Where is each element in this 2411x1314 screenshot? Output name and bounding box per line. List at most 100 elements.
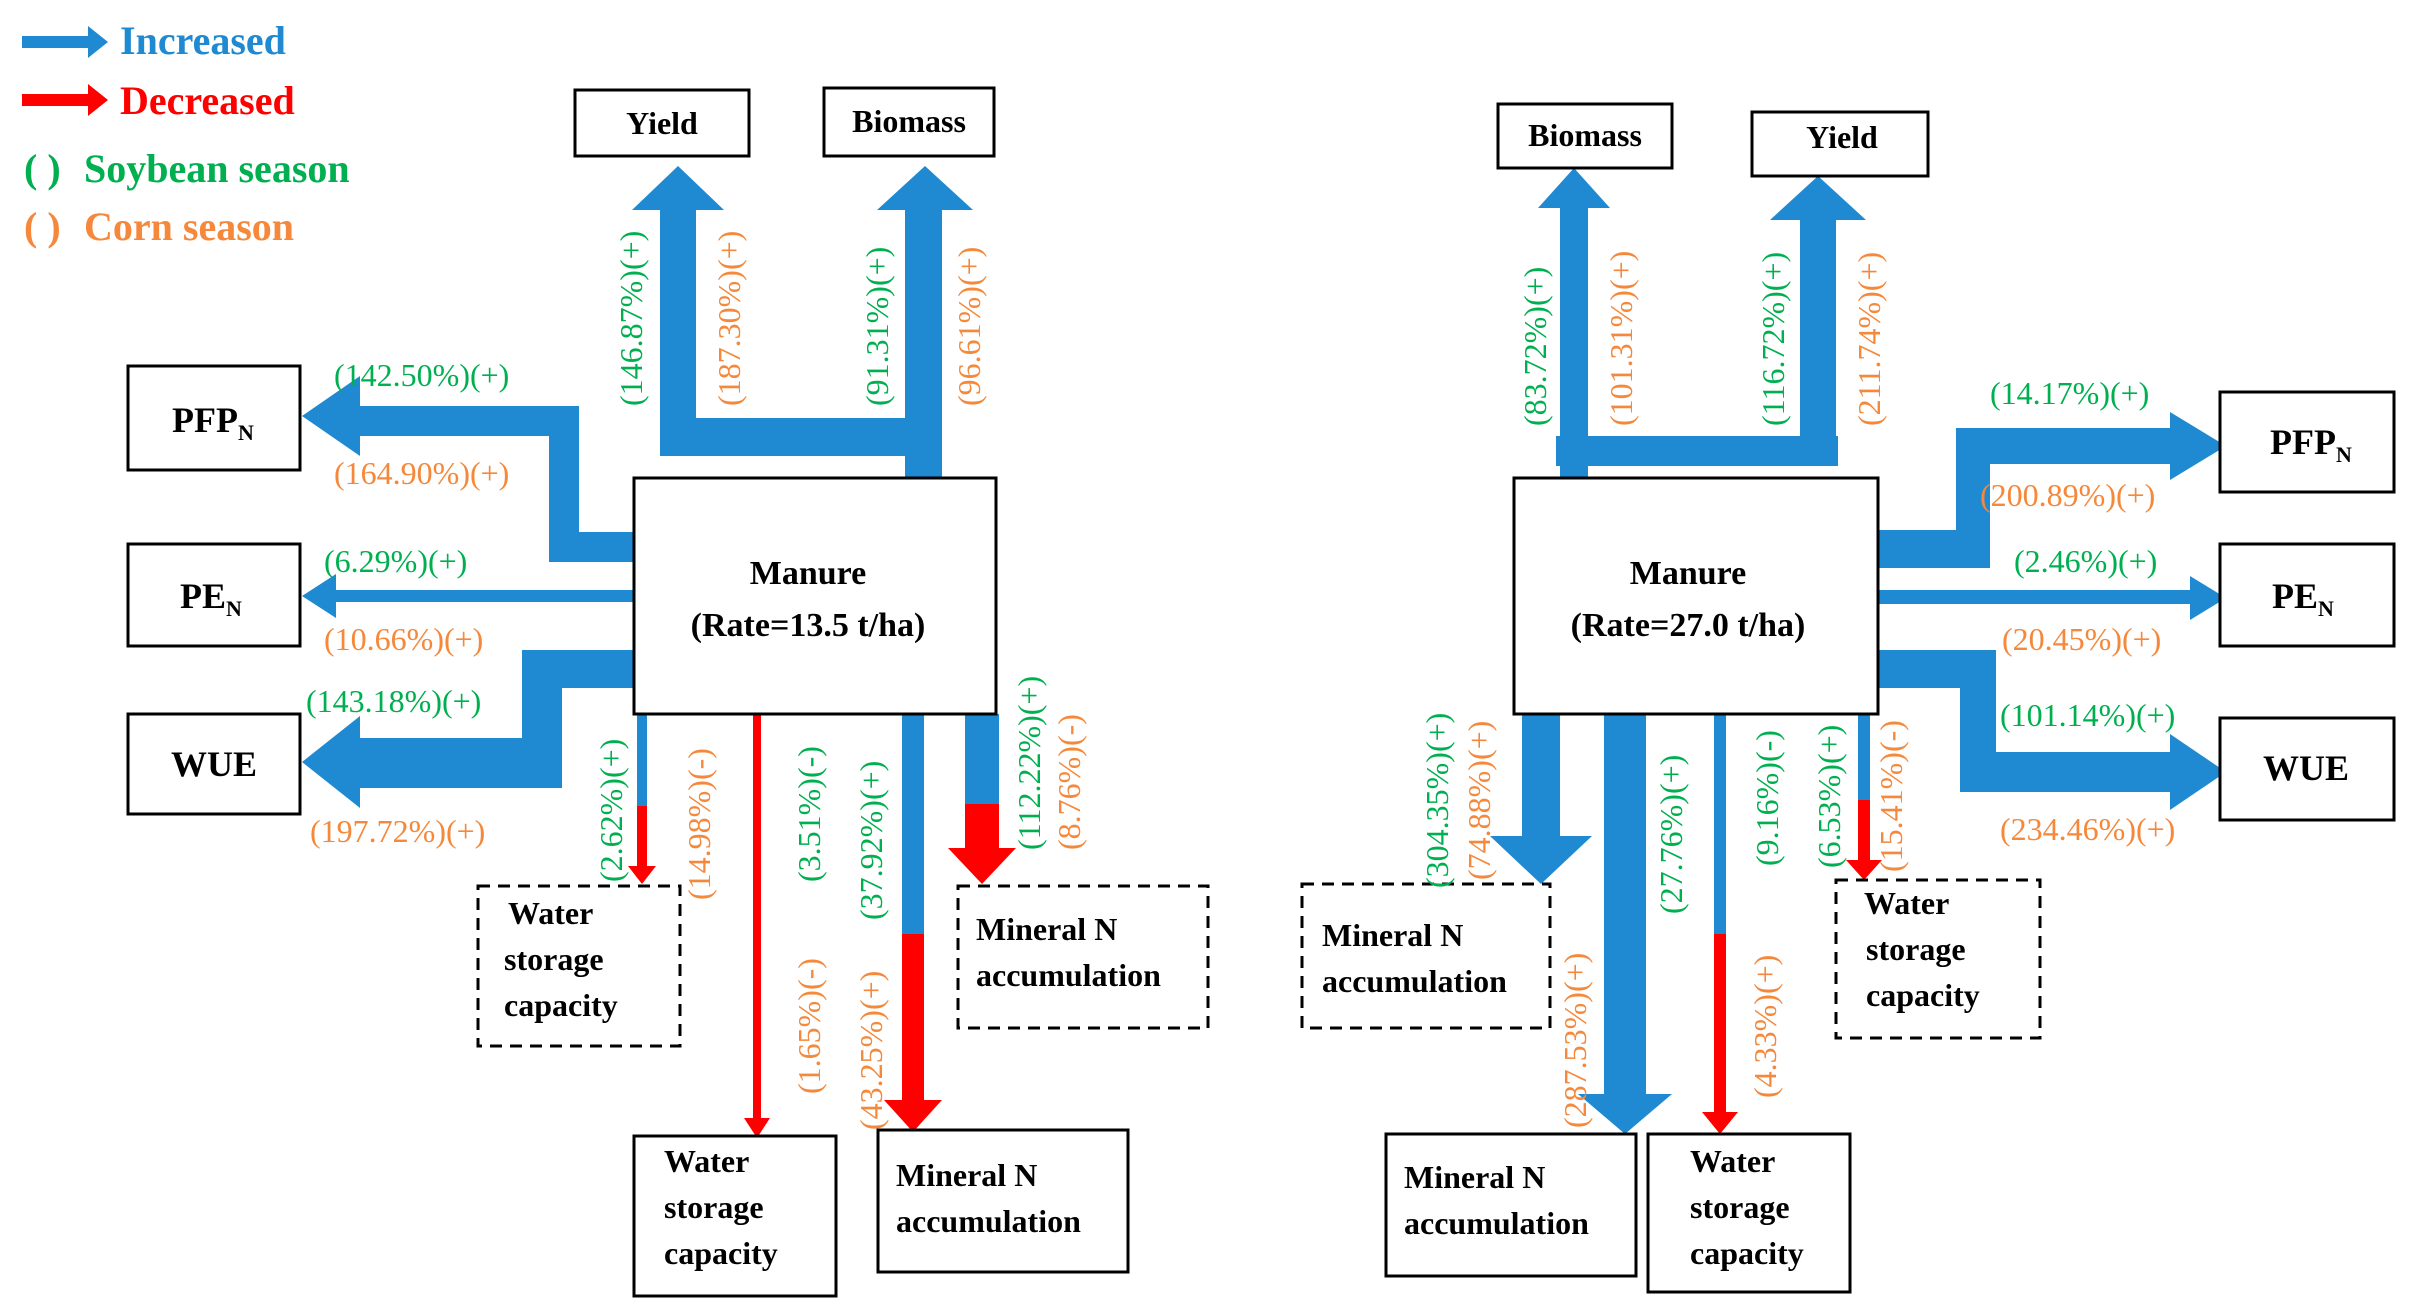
right-pfpn-label: PFPN: [2270, 422, 2352, 467]
right-yield-arrow: [1770, 176, 1866, 466]
right-mn-dashed-soy-label: (304.35%)(+): [1419, 713, 1455, 888]
left-biomass-corn-label: (96.61%)(+): [951, 247, 987, 406]
right-ws-dashed-arrow-red: [1846, 800, 1882, 880]
left-mn-solid-arrow-red: [884, 934, 942, 1132]
right-pfpn-arrow: [1878, 412, 2226, 568]
left-pen-label: PEN: [180, 576, 242, 621]
left-pen-soy-label: (6.29%)(+): [324, 543, 467, 579]
left-mn-solid-stem-blue: [902, 714, 924, 934]
left-pfpn-box: [126, 364, 302, 472]
left-wue-box: [126, 712, 302, 816]
legend-decreased-arrow: [22, 84, 108, 116]
legend-increased-label: Increased: [120, 18, 286, 63]
right-pfpn-soy-label: (14.17%)(+): [1990, 375, 2149, 411]
right-biomass-corn-label: (101.31%)(+): [1603, 251, 1639, 426]
right-biomass-soy-label: (83.72%)(+): [1517, 267, 1553, 426]
left-mn-dashed-box: [956, 884, 1210, 1030]
left-pen-corn-label: (10.66%)(+): [324, 621, 483, 657]
right-yield-soy-label: (116.72%)(+): [1755, 252, 1791, 426]
right-ws-solid-stem-blue: [1714, 714, 1726, 934]
right-pen-soy-label: (2.46%)(+): [2014, 543, 2157, 579]
left-ws-dashed-stem-blue: [637, 714, 647, 806]
left-ws-dashed-box: [476, 884, 682, 1048]
left-pen-arrow: [302, 574, 634, 618]
left-wue-corn-label: (197.72%)(+): [310, 813, 485, 849]
left-biomass-soy-label: (91.31%)(+): [859, 247, 895, 406]
left-ws-dashed-soy-label: (2.62%)(+): [593, 739, 629, 882]
left-biomass-box: [822, 86, 996, 158]
left-ws-solid-soy-label: (3.51%)(-): [791, 746, 827, 882]
right-pen-arrow: [1878, 576, 2226, 620]
right-panel: Manure (Rate=27.0 t/ha) Biomass Yield PF…: [1300, 102, 2396, 1294]
right-pfpn-corn-label: (200.89%)(+): [1980, 477, 2155, 513]
left-mn-dashed-soy-label: (112.22%)(+): [1011, 676, 1047, 850]
right-biomass-box: [1496, 102, 1674, 170]
legend-decreased-label: Decreased: [120, 78, 295, 123]
left-biomass-label: Biomass: [852, 103, 966, 139]
right-ws-solid-box: [1646, 1132, 1852, 1294]
left-ws-solid-arrow: [744, 714, 770, 1138]
left-mn-solid-corn-label: (43.25%)(+): [853, 971, 889, 1130]
left-pfpn-arrow: [302, 376, 634, 562]
left-yield-corn-label: (187.30%)(+): [711, 231, 747, 406]
left-biomass-arrow: [877, 166, 973, 478]
right-ws-dashed-stem-blue: [1858, 714, 1870, 800]
right-top-connector: [1556, 436, 1838, 466]
left-pfpn-corn-label: (164.90%)(+): [334, 455, 509, 491]
legend-corn-marker: ( ): [24, 204, 61, 249]
left-top-connector: [660, 418, 942, 456]
left-pen-box: [126, 542, 302, 648]
left-wue-soy-label: (143.18%)(+): [306, 683, 481, 719]
left-pfpn-label: PFPN: [172, 400, 254, 445]
left-yield-soy-label: (146.87%)(+): [613, 231, 649, 406]
left-mn-dashed-stem-blue: [965, 714, 999, 804]
right-wue-corn-label: (234.46%)(+): [2000, 811, 2175, 847]
right-ws-solid-soy-label: (9.16%)(-): [1749, 730, 1785, 866]
legend-corn-label: Corn season: [84, 204, 294, 249]
right-yield-corn-label: (211.74%)(+): [1851, 252, 1887, 426]
left-manure-box: [632, 476, 998, 716]
left-mn-dashed-arrow-red: [948, 804, 1016, 884]
left-wue-label: WUE: [171, 744, 257, 784]
right-mn-dashed-corn-label: (74.88%)(+): [1461, 721, 1497, 880]
right-wue-arrow: [1878, 650, 2226, 810]
right-pen-corn-label: (20.45%)(+): [2002, 621, 2161, 657]
left-ws-solid-box: [632, 1134, 838, 1298]
right-ws-dashed-box: [1834, 878, 2042, 1040]
right-ws-dashed-corn-label: (15.41%)(-): [1873, 720, 1909, 872]
left-manure-title: Manure: [750, 555, 866, 592]
right-pen-box: [2218, 542, 2396, 648]
right-yield-label: Yield: [1806, 119, 1878, 155]
legend-soybean-marker: ( ): [24, 146, 61, 191]
right-manure-rate: (Rate=27.0 t/ha): [1571, 607, 1806, 644]
right-mn-solid-soy-label: (27.76%)(+): [1653, 755, 1689, 914]
left-mn-dashed-corn-label: (8.76%)(-): [1051, 714, 1087, 850]
legend-increased-arrow: [22, 26, 108, 58]
right-mn-solid-corn-label: (287.53%)(+): [1557, 953, 1593, 1128]
right-ws-solid-arrow-red: [1702, 934, 1738, 1134]
left-panel: Manure (Rate=13.5 t/ha) Yield Biomass PF…: [126, 86, 1210, 1298]
left-ws-solid-corn-label: (1.65%)(-): [791, 958, 827, 1094]
right-ws-solid-corn-label: (4.33%)(+): [1747, 955, 1783, 1098]
left-mn-solid-soy-label: (37.92%)(+): [853, 761, 889, 920]
right-mn-solid-arrow: [1578, 714, 1672, 1134]
right-mn-dashed-box: [1300, 882, 1552, 1030]
right-mn-solid-box: [1384, 1132, 1638, 1278]
right-wue-soy-label: (101.14%)(+): [2000, 697, 2175, 733]
legend-soybean-label: Soybean season: [84, 146, 350, 191]
right-wue-label: WUE: [2263, 748, 2349, 788]
right-manure-title: Manure: [1630, 555, 1746, 592]
right-mn-dashed-arrow: [1490, 714, 1592, 884]
left-mn-solid-box: [876, 1128, 1130, 1274]
right-biomass-arrow: [1538, 168, 1610, 478]
left-ws-dashed-arrow-red: [628, 806, 656, 884]
left-pfpn-soy-label: (142.50%)(+): [334, 357, 509, 393]
left-wue-arrow: [302, 650, 634, 808]
